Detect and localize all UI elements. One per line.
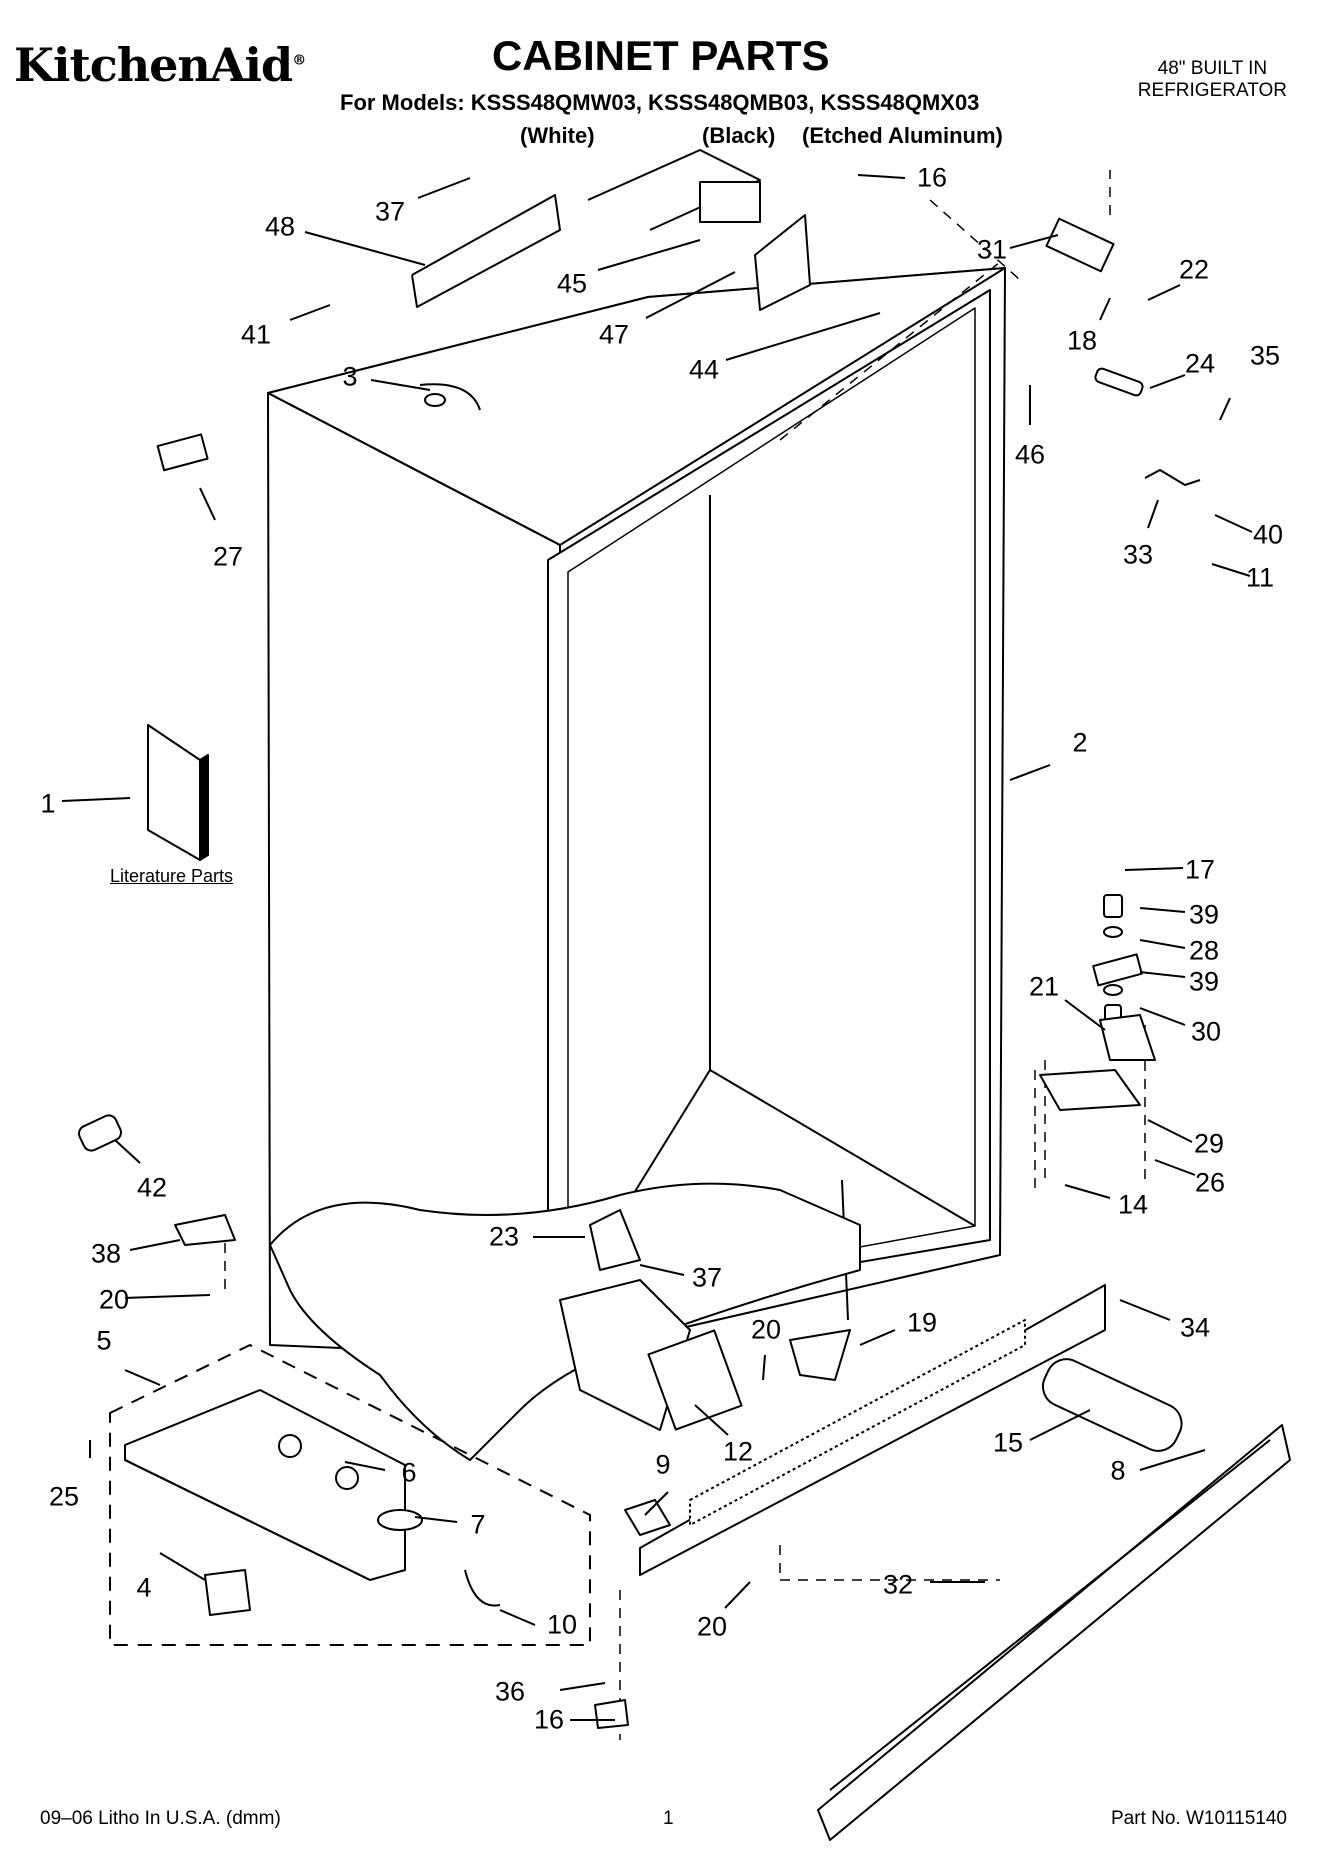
part-number: Part No. W10115140 <box>1110 1808 1287 1829</box>
callout-label: 4 <box>136 1572 152 1603</box>
callout-label: 5 <box>96 1325 112 1356</box>
callout-label: 22 <box>1178 254 1210 285</box>
callout-label: 25 <box>48 1481 80 1512</box>
kick-plate <box>817 1424 1291 1841</box>
toe-grille <box>639 1284 1106 1576</box>
cabinet-shell <box>267 267 1006 1358</box>
callout-label: 45 <box>556 268 588 299</box>
callout-label: 47 <box>598 319 630 350</box>
callout-label: 42 <box>136 1172 168 1203</box>
callout-label: 20 <box>696 1611 728 1642</box>
callout-label: 29 <box>1193 1128 1225 1159</box>
callout-label: 40 <box>1252 519 1284 550</box>
callout-label: 7 <box>470 1509 486 1540</box>
callout-label: 9 <box>655 1449 671 1480</box>
callout-arrows <box>61 174 1253 1721</box>
callout-label: 37 <box>691 1262 723 1293</box>
callout-label: 37 <box>374 196 406 227</box>
callout-label: 36 <box>494 1676 526 1707</box>
callout-label: 27 <box>212 541 244 572</box>
callout-label: 14 <box>1117 1189 1149 1220</box>
callout-label: 8 <box>1110 1455 1126 1486</box>
callout-label: 46 <box>1014 439 1046 470</box>
callout-label: 39 <box>1188 899 1220 930</box>
callout-label: 6 <box>401 1457 417 1488</box>
callout-label: 2 <box>1072 727 1088 758</box>
callout-label: 11 <box>1245 562 1275 593</box>
callout-label: 41 <box>240 319 272 350</box>
callout-label: 21 <box>1028 971 1060 1002</box>
callout-label: 39 <box>1188 966 1220 997</box>
callout-label: 20 <box>98 1284 130 1315</box>
callout-label: 38 <box>90 1238 122 1269</box>
small-parts <box>78 217 1201 1729</box>
callout-label: 16 <box>533 1704 565 1735</box>
literature-parts-label: Literature Parts <box>110 866 234 886</box>
callout-label: 26 <box>1194 1167 1226 1198</box>
brand-logo: KitchenAid® <box>14 38 306 92</box>
callout-label: 34 <box>1179 1312 1211 1343</box>
callout-label: 48 <box>264 211 296 242</box>
callout-label: 32 <box>882 1569 914 1600</box>
callout-label: 19 <box>906 1307 938 1338</box>
callout-label: 17 <box>1184 854 1216 885</box>
callout-label: 15 <box>992 1427 1024 1458</box>
callout-label: 30 <box>1190 1016 1222 1047</box>
variant-etched-aluminum: (Etched Aluminum) <box>802 123 1003 148</box>
page-title: CABINET PARTS <box>492 32 830 79</box>
base-frame <box>109 1344 591 1646</box>
literature-booklet <box>147 724 201 861</box>
variant-white: (White) <box>520 123 595 148</box>
callout-label: 33 <box>1122 539 1154 570</box>
callout-label: 20 <box>750 1314 782 1345</box>
callout-label: 35 <box>1249 340 1281 371</box>
footer-print-info: 09–06 Litho In U.S.A. (dmm) <box>40 1808 281 1829</box>
callout-label: 12 <box>722 1436 754 1467</box>
callout-label: 23 <box>488 1221 520 1252</box>
callout-label: 44 <box>688 354 720 385</box>
callout-label: 18 <box>1066 325 1098 356</box>
top-bracket <box>411 149 811 311</box>
callout-label: 16 <box>916 162 948 193</box>
callout-label: 1 <box>40 788 56 819</box>
page-number: 1 <box>663 1808 674 1829</box>
callout-label: 28 <box>1188 935 1220 966</box>
model-list: For Models: KSSS48QMW03, KSSS48QMB03, KS… <box>340 90 980 115</box>
appliance-type: 48" BUILT IN REFRIGERATOR <box>1137 58 1287 101</box>
variant-black: (Black) <box>702 123 776 148</box>
callout-label: 3 <box>342 361 358 392</box>
callout-label: 31 <box>976 234 1008 265</box>
callout-label: 24 <box>1184 348 1216 379</box>
callout-label: 10 <box>546 1609 578 1640</box>
